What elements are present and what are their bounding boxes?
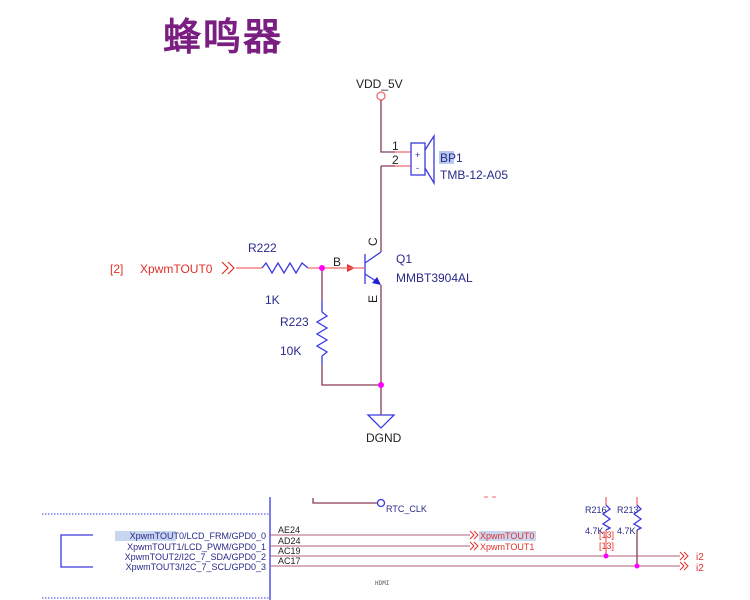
r213-value: 4.7K: [617, 526, 636, 536]
vdd-label: VDD_5V: [356, 77, 403, 91]
pin-names: XpwmTOUT0/LCD_FRM/GPD0_0 XpwmTOUT1/LCD_P…: [125, 531, 266, 572]
input-net-label: XpwmTOUT0: [140, 262, 213, 276]
buzzer-pins: [395, 151, 411, 167]
ground-label: DGND: [366, 431, 402, 445]
r216-resistor-icon: [601, 504, 612, 531]
offsheet-connector-icon: [221, 261, 235, 275]
hdmi-label: HDMI: [375, 580, 389, 587]
selection-highlight: [439, 151, 454, 164]
pin-name: XpwmTOUT3/I2C_7_SCL/GPD0_3: [126, 562, 266, 572]
sheet-ref: [13]: [599, 530, 614, 540]
sheet-ref: [13]: [599, 541, 614, 551]
r222-ref: R222: [248, 241, 277, 255]
ground-icon: [366, 414, 396, 429]
emitter-label: E: [366, 295, 380, 303]
npn-transistor-icon: [364, 251, 382, 285]
net-label: XpwmTOUT1: [480, 542, 534, 552]
block-edge: [60, 497, 271, 600]
offsheet-label: i2: [696, 552, 704, 563]
buzzer-ref: BP1: [440, 151, 463, 165]
r223-resistor-icon: [315, 300, 329, 365]
ball-name: AC19: [278, 546, 301, 556]
pullup-wires: [605, 497, 638, 556]
vdd-wire: [380, 100, 395, 153]
base-label: B: [333, 255, 341, 269]
collector-wire: [380, 165, 395, 252]
page-title: 蜂鸣器: [163, 15, 284, 59]
r222-value: 1K: [265, 293, 280, 307]
pin1-label: 1: [392, 139, 399, 153]
junction-dot: [378, 382, 384, 388]
q1-part: MMBT3904AL: [396, 271, 473, 285]
offsheet-label: i2: [696, 563, 704, 574]
q1-ref: Q1: [396, 252, 412, 266]
junction-dot: [634, 563, 640, 569]
buzzer-part: TMB-12-A05: [440, 168, 508, 182]
ball-names: AE24 AD24 AC19 AC17: [278, 525, 301, 566]
r213-ref: R213: [617, 505, 639, 515]
collector-label: C: [366, 237, 380, 246]
selection-highlight: [479, 531, 536, 541]
minus-label: -: [416, 163, 419, 173]
ball-name: AC17: [278, 556, 301, 566]
rtc-label: RTC_CLK: [386, 504, 427, 514]
pin-name: XpwmTOUT1/LCD_PWM/GPD0_1: [127, 542, 266, 552]
offsheet-connector-icon: [469, 530, 479, 551]
r223-ref: R223: [280, 315, 309, 329]
selection-highlight: [115, 531, 176, 541]
pin-name: XpwmTOUT0/LCD_FRM/GPD0_0: [130, 531, 266, 541]
r216-value: 4.7K: [585, 526, 604, 536]
r216-ref: R216: [585, 505, 607, 515]
offsheet-connector-icon: [679, 551, 689, 571]
bus-wires: [270, 534, 680, 567]
net-label: XpwmTOUT0: [480, 531, 534, 541]
rtc-wire: [312, 498, 378, 504]
buzzer-icon: [410, 133, 435, 186]
plus-label: +: [415, 150, 420, 160]
ball-name: AE24: [278, 525, 300, 535]
vdd-port-icon: [376, 91, 386, 101]
rtc-port-icon: [376, 498, 386, 508]
junction-dot: [319, 265, 325, 271]
sheet-ref: [2]: [110, 262, 123, 276]
emitter-wire: [321, 268, 382, 415]
block-border: [42, 513, 270, 599]
r222-resistor-icon: [261, 261, 309, 275]
r223-value: 10K: [280, 344, 301, 358]
r213-resistor-icon: [632, 504, 643, 531]
pin-name: XpwmTOUT2/I2C_7_SDA/GPD0_2: [125, 552, 266, 562]
pin2-label: 2: [392, 153, 399, 167]
junction-dot: [603, 553, 609, 559]
ball-name: AD24: [278, 536, 301, 546]
